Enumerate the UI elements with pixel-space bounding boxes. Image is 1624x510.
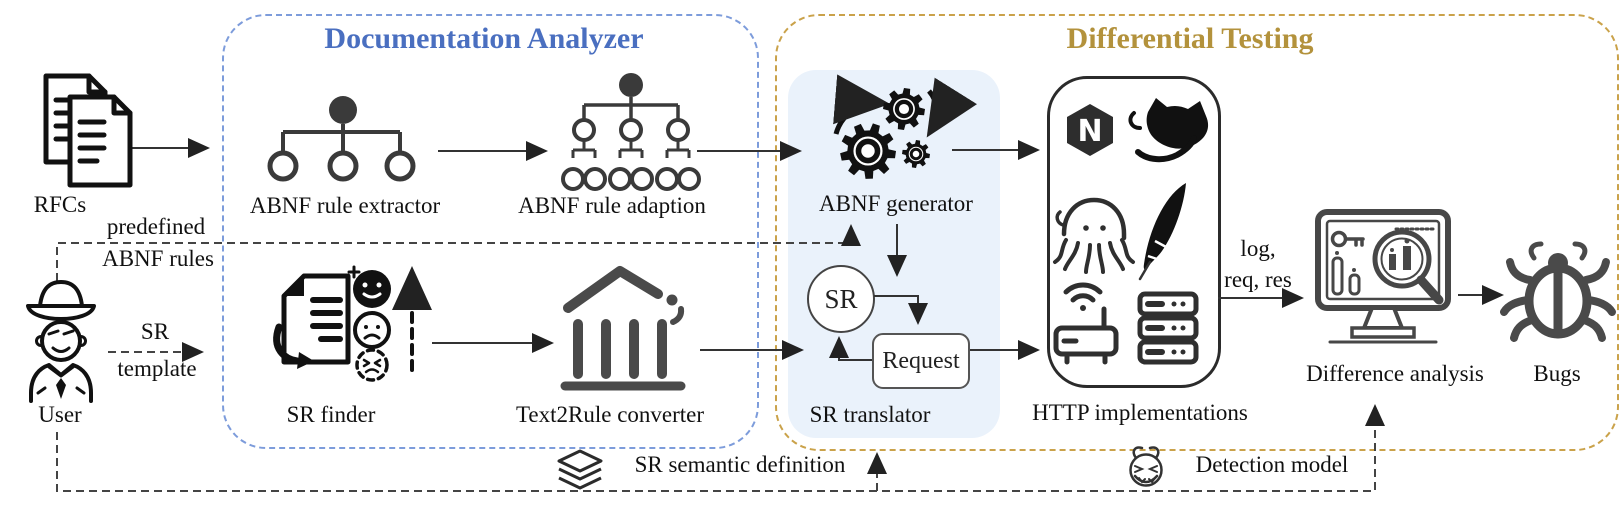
sr-finder-label: SR finder bbox=[286, 402, 376, 427]
documentation-analyzer-box bbox=[222, 14, 759, 449]
documentation-analyzer-title: Documentation Analyzer bbox=[324, 22, 644, 55]
rfcs-label: RFCs bbox=[33, 192, 87, 217]
difference-analysis-label: Difference analysis bbox=[1306, 361, 1484, 386]
predefined-abnf-rules-label-line2: ABNF rules bbox=[102, 246, 214, 271]
predefined-abnf-rules-label-line1: predefined bbox=[106, 214, 206, 239]
sr-semantic-definition-label: SR semantic definition bbox=[634, 452, 846, 477]
abnf-rule-adaption-label: ABNF rule adaption bbox=[518, 193, 706, 218]
user-label: User bbox=[38, 402, 82, 427]
bugs-label: Bugs bbox=[1533, 361, 1581, 386]
layers-icon bbox=[557, 449, 603, 490]
sr-translator-label: SR translator bbox=[809, 402, 931, 427]
devil-emoji-icon bbox=[1129, 446, 1163, 487]
rfcs-documents-icon bbox=[43, 73, 133, 188]
differential-testing-title: Differential Testing bbox=[1066, 22, 1314, 55]
request-box-node: Request bbox=[872, 333, 970, 389]
log-label-line1: log, bbox=[1240, 236, 1276, 261]
user-avatar-icon bbox=[26, 280, 96, 403]
abnf-rule-extractor-label: ABNF rule extractor bbox=[249, 193, 441, 218]
sr-circle-node: SR bbox=[807, 265, 875, 333]
sr-template-label-line2: template bbox=[117, 356, 197, 381]
detection-model-label: Detection model bbox=[1195, 452, 1349, 477]
sr-template-label-line1: SR bbox=[140, 319, 170, 344]
log-label-line2: req, res bbox=[1224, 267, 1292, 292]
http-implementations-label: HTTP implementations bbox=[1032, 400, 1248, 425]
http-implementations-box bbox=[1047, 76, 1221, 388]
abnf-generator-label: ABNF generator bbox=[819, 191, 973, 216]
text2rule-converter-label: Text2Rule converter bbox=[515, 402, 705, 427]
